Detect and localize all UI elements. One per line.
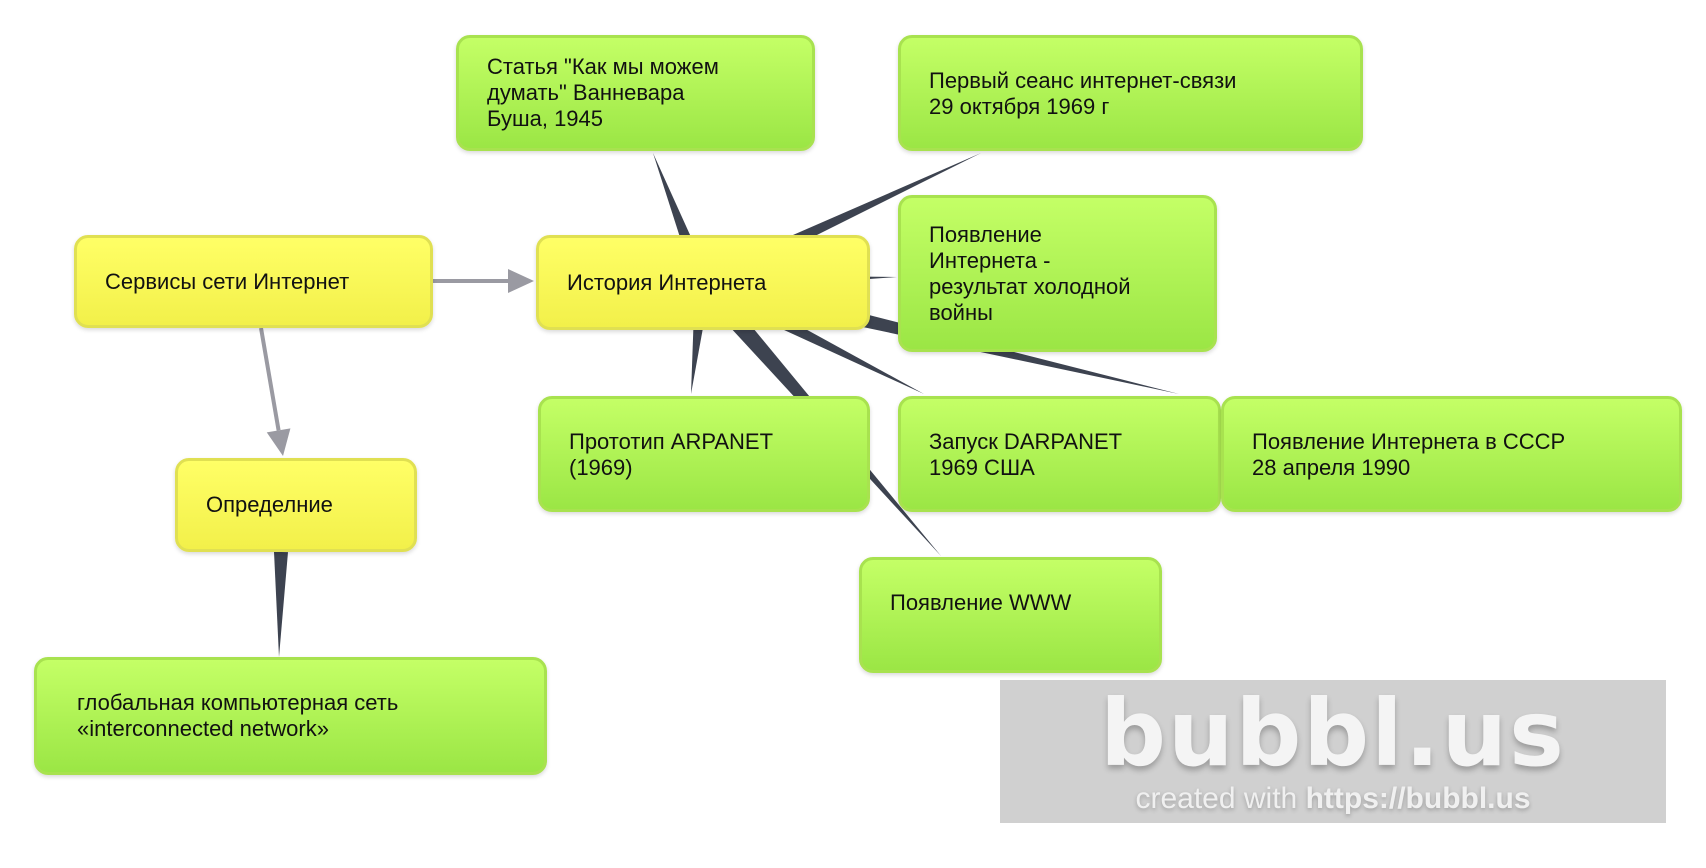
node-first-session-label: Первый сеанс интернет-связи 29 октября 1…	[929, 68, 1237, 119]
watermark-logo: bubbl.us	[1100, 680, 1566, 787]
node-www-label: Появление WWW	[890, 590, 1072, 615]
watermark-url[interactable]: https://bubbl.us	[1305, 782, 1531, 815]
node-cold-war[interactable]: Появление Интернета - результат холодной…	[898, 195, 1217, 352]
node-cold-war-label: Появление Интернета - результат холодной…	[929, 221, 1131, 325]
arrow-services-definition	[259, 327, 291, 456]
node-services[interactable]: Сервисы сети Интернет	[74, 235, 433, 328]
node-article[interactable]: Статья "Как мы можем думать" Ванневара Б…	[456, 35, 815, 151]
node-ussr[interactable]: Появление Интернета в СССР 28 апреля 199…	[1221, 396, 1682, 512]
node-history[interactable]: История Интернета	[536, 235, 870, 330]
node-ussr-label: Появление Интернета в СССР 28 апреля 199…	[1252, 429, 1566, 480]
node-definition[interactable]: Определние	[175, 458, 417, 552]
watermark-caption: created with https://bubbl.us	[1000, 782, 1666, 816]
bubblus-watermark: bubbl.us created with https://bubbl.us	[1000, 680, 1666, 823]
connector-global	[274, 551, 288, 657]
node-article-label: Статья "Как мы можем думать" Ванневара Б…	[487, 54, 719, 131]
node-first-session[interactable]: Первый сеанс интернет-связи 29 октября 1…	[898, 35, 1363, 151]
arrow-services-history	[433, 269, 534, 293]
node-darpanet[interactable]: Запуск DARPANET 1969 США	[898, 396, 1221, 512]
node-arpanet[interactable]: Прототип ARPANET (1969)	[538, 396, 870, 512]
node-services-label: Сервисы сети Интернет	[105, 268, 350, 294]
node-global[interactable]: глобальная компьютерная сеть «interconne…	[34, 657, 547, 775]
watermark-created-with: created with	[1135, 782, 1306, 815]
node-www[interactable]: Появление WWW	[859, 557, 1162, 673]
node-global-label: глобальная компьютерная сеть «interconne…	[77, 690, 399, 741]
node-arpanet-label: Прототип ARPANET (1969)	[569, 429, 774, 480]
node-darpanet-label: Запуск DARPANET 1969 США	[929, 429, 1123, 480]
node-definition-label: Определние	[206, 492, 333, 517]
node-history-label: История Интернета	[567, 269, 767, 295]
